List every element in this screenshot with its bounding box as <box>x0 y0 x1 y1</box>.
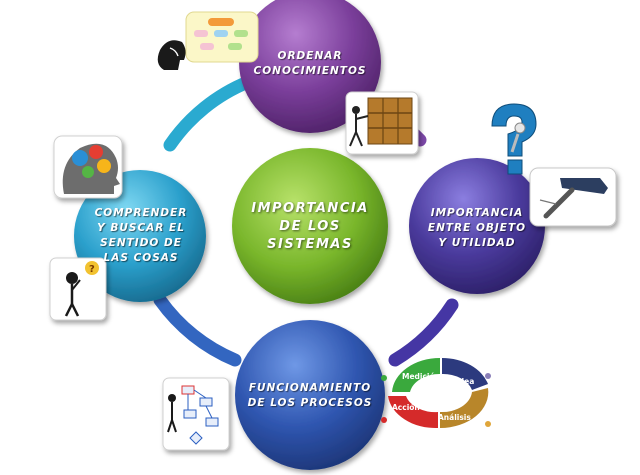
svg-text:?: ? <box>89 264 95 275</box>
node-comprender-sentido[interactable] <box>74 170 206 302</box>
center-title-line-1: IMPORTANCIA <box>251 201 369 216</box>
question-mark-figure-icon <box>491 103 537 175</box>
cycle-label-medicion: Medición <box>402 372 440 381</box>
ring-arc-right-bottom <box>388 298 459 367</box>
hammer-icon <box>529 167 617 227</box>
thinking-figure-icon: ? <box>49 257 107 321</box>
ring-arc-bottom-left <box>153 293 242 367</box>
cycle-label-accion: Acción <box>392 403 420 412</box>
node-funcionamiento-procesos[interactable] <box>235 320 385 470</box>
node-importancia-objeto-utilidad[interactable] <box>409 158 545 294</box>
process-flowchart-icon <box>162 377 230 451</box>
cycle-label-analisis: Análisis <box>438 413 471 422</box>
cycle-label-idea: Idea <box>456 377 474 386</box>
node-ordenar-conocimientos[interactable] <box>239 0 381 133</box>
ring-arc-left-top <box>163 75 255 152</box>
gears-head-icon <box>53 135 123 199</box>
improvement-cycle-graphic: Medición Idea Análisis Acción <box>381 357 491 429</box>
flowchart-thinking-head-icon <box>157 11 259 70</box>
shelf-organizing-icon <box>345 91 419 155</box>
center-title: IMPORTANCIA DE LOS SISTEMAS <box>240 200 380 254</box>
center-node <box>232 148 388 304</box>
center-title-line-2: DE LOS <box>279 219 341 234</box>
center-title-line-3: SISTEMAS <box>267 237 353 252</box>
